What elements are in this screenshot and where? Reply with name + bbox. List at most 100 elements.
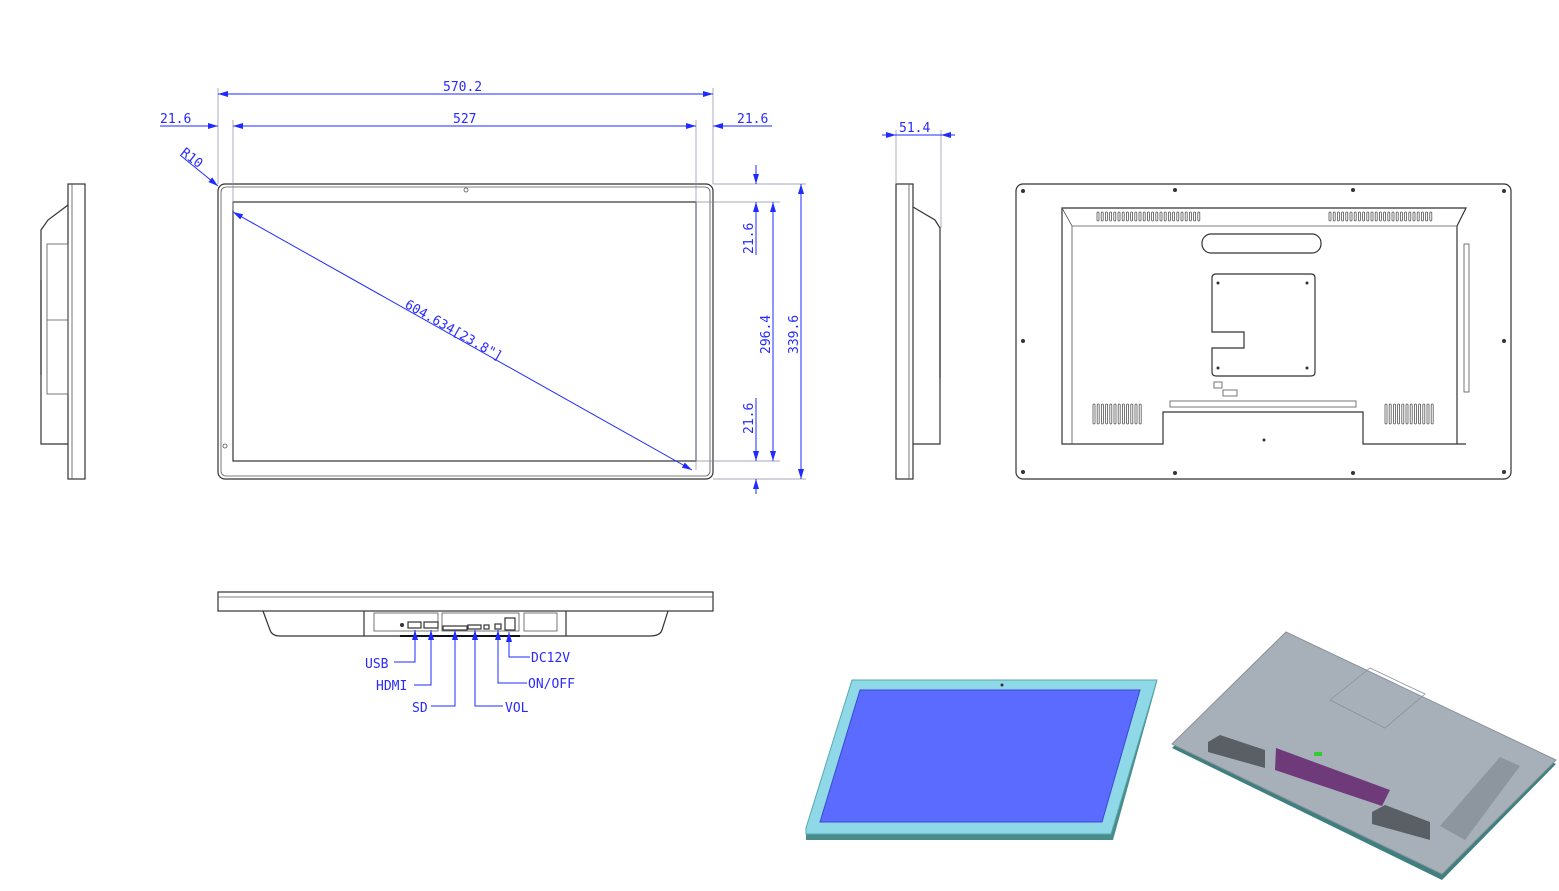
- vent-slot: [1388, 403, 1392, 425]
- vent-slot: [1412, 211, 1416, 222]
- vent-slot: [1113, 211, 1117, 222]
- vent-slot: [1374, 211, 1378, 222]
- vent-slot: [1180, 211, 1184, 222]
- bezel-top-label: 21.6: [742, 223, 757, 254]
- screen-height-label: 296.4: [759, 315, 774, 354]
- vent-slot: [1126, 403, 1129, 425]
- usb-label: USB: [365, 657, 389, 672]
- vent-slot: [1408, 211, 1412, 222]
- front-dimensions: 570.2 527 21.6 21.6 R10 604.634[23.8"] 2…: [160, 80, 806, 494]
- vent-slot: [1426, 403, 1430, 425]
- bezel-left-label: 21.6: [160, 112, 191, 127]
- vent-slot: [1101, 403, 1104, 425]
- dc12v-label: DC12V: [531, 651, 570, 666]
- vent-slot: [1405, 403, 1409, 425]
- vol-button-icon: [467, 624, 482, 630]
- vent-slot: [1366, 211, 1370, 222]
- vent-slot: [1168, 211, 1171, 222]
- vent-slot: [1421, 211, 1424, 222]
- back-view: [1015, 183, 1512, 480]
- vent-slot: [1395, 211, 1399, 222]
- back-vents: [1092, 211, 1434, 425]
- sd-slot-icon: [442, 625, 468, 631]
- vent-slot: [1387, 211, 1391, 222]
- back-render: [1171, 631, 1557, 880]
- depth-label: 51.4: [899, 121, 930, 136]
- vent-slot: [1092, 403, 1096, 425]
- vent-slot: [1117, 403, 1121, 425]
- overall-height-label: 339.6: [787, 315, 802, 354]
- vent-slot: [1151, 211, 1154, 222]
- dc-jack-icon: [504, 617, 516, 631]
- port-callouts: USB HDMI SD VOL ON/OFF DC12V: [365, 630, 575, 716]
- vent-slot: [1138, 403, 1142, 425]
- vent-slot: [1122, 403, 1125, 425]
- vent-slot: [1193, 211, 1196, 222]
- vent-slot: [1172, 211, 1175, 222]
- vent-slot: [1397, 403, 1400, 425]
- vent-slot: [1163, 211, 1167, 222]
- vent-slot: [1362, 211, 1365, 222]
- vent-slot: [1121, 211, 1125, 222]
- vent-slot: [1370, 211, 1374, 222]
- vent-slot: [1404, 211, 1407, 222]
- vent-slot: [1353, 211, 1357, 222]
- usb-port-icon: [407, 621, 422, 629]
- vent-slot: [1379, 211, 1382, 222]
- vent-slot: [1197, 211, 1201, 222]
- vent-slot: [1425, 211, 1428, 222]
- bezel-right-label: 21.6: [737, 112, 768, 127]
- power-switch-icon: [494, 623, 502, 630]
- vent-slot: [1113, 403, 1117, 425]
- vent-slot: [1416, 211, 1420, 222]
- sensor-icon: [222, 443, 228, 449]
- vent-slot: [1409, 403, 1413, 425]
- vent-slot: [1105, 211, 1108, 222]
- hdmi-label: HDMI: [376, 679, 407, 694]
- vent-slot: [1429, 211, 1433, 222]
- right-side-view: 51.4: [882, 121, 955, 480]
- vent-slot: [1184, 211, 1188, 222]
- vent-slot: [1358, 211, 1361, 222]
- vent-slot: [1401, 403, 1405, 425]
- vent-slot: [1155, 211, 1159, 222]
- vent-slot: [1134, 211, 1138, 222]
- vent-slot: [1134, 403, 1138, 425]
- vent-slot: [1105, 403, 1108, 425]
- vent-slot: [1383, 211, 1386, 222]
- hdmi-port-icon: [423, 621, 439, 629]
- vent-slot: [1109, 211, 1112, 222]
- vent-slot: [1430, 403, 1434, 425]
- vent-slot: [1414, 403, 1417, 425]
- diagonal-label: 604.634[23.8"]: [402, 297, 505, 364]
- vent-slot: [1393, 403, 1396, 425]
- vent-slot: [1109, 403, 1113, 425]
- on-off-label: ON/OFF: [528, 677, 575, 692]
- vent-slot: [1349, 211, 1353, 222]
- vent-slot: [1422, 403, 1426, 425]
- vent-slot: [1332, 211, 1336, 222]
- vent-slot: [1100, 211, 1104, 222]
- vent-slot: [1328, 211, 1332, 222]
- left-side-view: [40, 183, 86, 480]
- sd-label: SD: [412, 701, 428, 716]
- vent-slot: [1096, 211, 1100, 222]
- vent-slot: [1096, 403, 1100, 425]
- vent-slot: [1138, 211, 1142, 222]
- vent-slot: [1384, 403, 1388, 425]
- vol-label: VOL: [505, 701, 529, 716]
- vent-slot: [1117, 211, 1121, 222]
- vent-slot: [1189, 211, 1192, 222]
- vent-slot: [1176, 211, 1180, 222]
- vent-slot: [1337, 211, 1340, 222]
- screen-width-label: 527: [453, 112, 476, 127]
- vent-slot: [1400, 211, 1403, 222]
- vent-slot: [1130, 403, 1134, 425]
- camera-icon: [463, 187, 469, 193]
- vent-slot: [1418, 403, 1421, 425]
- vent-slot: [1345, 211, 1349, 222]
- vent-slot: [1159, 211, 1163, 222]
- front-render: [805, 679, 1158, 840]
- vent-slot: [1391, 211, 1395, 222]
